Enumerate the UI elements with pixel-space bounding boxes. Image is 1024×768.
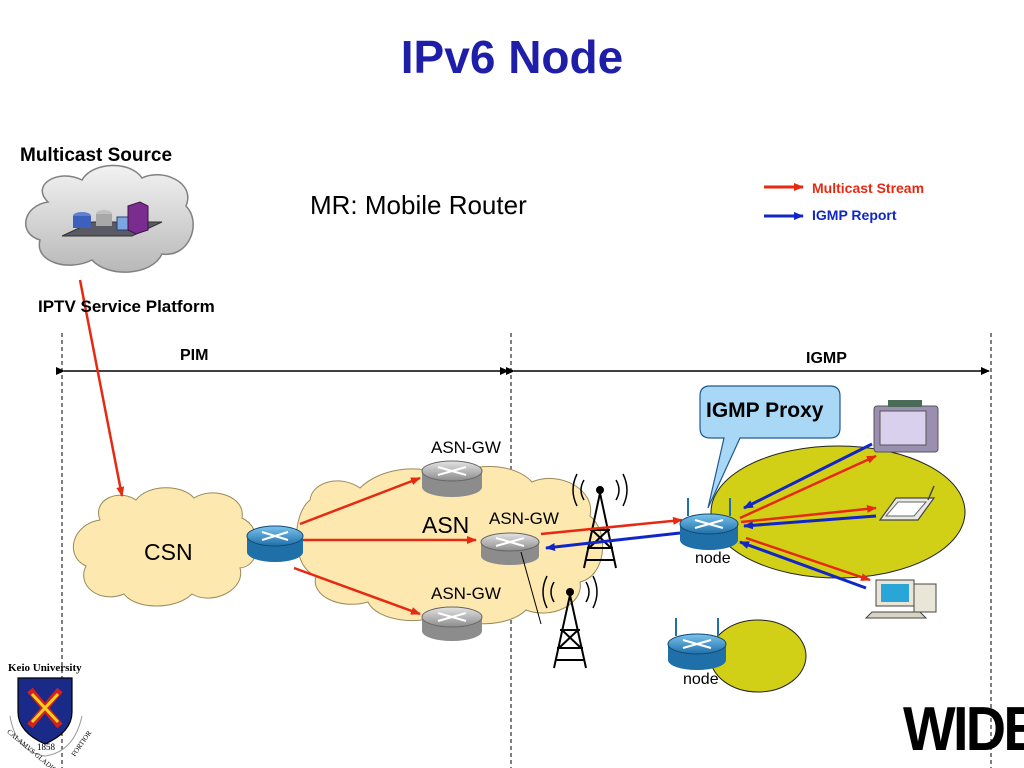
phone-to-node-report <box>743 514 877 530</box>
pc-to-node-report <box>739 540 867 590</box>
asn-gw-mid-label: ASN-GW <box>489 509 559 528</box>
phone-device-icon <box>878 485 936 521</box>
mobile-router-note: MR: Mobile Router <box>310 190 527 220</box>
igmp-proxy-callout <box>699 385 841 509</box>
asn-gw-top-label: ASN-GW <box>431 438 501 457</box>
legend-igmp-label: IGMP Report <box>812 207 897 223</box>
asn-gw-bottom-label: ASN-GW <box>431 584 501 603</box>
multicast-source-label: Multicast Source <box>20 145 173 166</box>
node-to-pc-stream <box>745 536 871 582</box>
node-a-label: node <box>695 550 731 567</box>
pim-zone-label: PIM <box>180 347 209 364</box>
page-title: IPv6 Node <box>400 31 624 83</box>
node-a-router-icon <box>679 498 739 550</box>
igmp-zone-label: IGMP <box>806 350 847 367</box>
asn-gw-bottom-router-icon <box>421 606 483 641</box>
tower-link-line <box>520 551 542 625</box>
tv-device-icon <box>873 400 939 453</box>
csn-to-asngw-top-stream <box>299 476 421 526</box>
legend-stream-label: Multicast Stream <box>812 180 925 196</box>
node-b-router-icon <box>667 618 727 670</box>
node-to-asngw-report <box>545 531 681 551</box>
csn-label: CSN <box>144 539 193 565</box>
asn-gw-top-router-icon <box>421 460 483 497</box>
radio-tower-bottom-icon <box>542 575 598 669</box>
csn-router-icon <box>246 525 304 562</box>
igmp-proxy-label: IGMP Proxy <box>706 399 824 422</box>
wide-logo: WIDE <box>903 695 1024 764</box>
server-platform-icon <box>61 201 163 237</box>
keio-crest-logo: CALAMVS GLADIO FORTIOR <box>5 677 94 768</box>
source-to-csn-stream <box>78 279 125 497</box>
iptv-platform-label: IPTV Service Platform <box>38 297 215 316</box>
asngw-to-node-stream <box>540 516 683 536</box>
radio-tower-top-icon <box>572 473 628 569</box>
pc-device-icon <box>864 579 937 619</box>
node-b-label: node <box>683 671 719 688</box>
node-to-tv-stream <box>739 454 877 520</box>
csn-cloud <box>72 487 258 607</box>
tv-to-node-report <box>743 442 873 510</box>
keio-year-label: 1858 <box>37 742 55 752</box>
node-to-phone-stream <box>740 504 877 524</box>
csn-to-asngw-bottom-stream <box>293 566 421 616</box>
asn-label: ASN <box>422 512 470 538</box>
asn-gw-mid-router-icon <box>480 532 540 565</box>
svg-text:FORTIOR: FORTIOR <box>70 729 94 758</box>
keio-university-label: Keio University <box>8 662 82 674</box>
